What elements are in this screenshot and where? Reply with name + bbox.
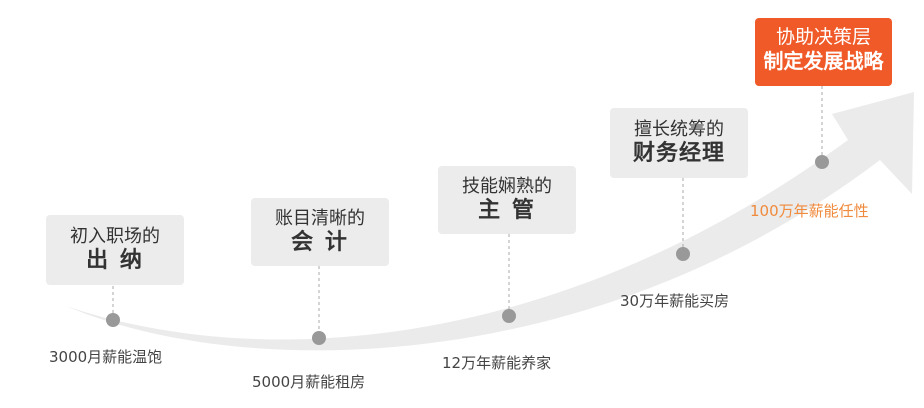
growth-arrow-body [66, 92, 914, 351]
stage-box-5: 协助决策层 制定发展战略 [755, 18, 892, 86]
stage-box-2: 账目清晰的 会 计 [251, 198, 389, 266]
stage-income-2: 5000月薪能租房 [252, 373, 366, 391]
stage-income-4: 30万年薪能买房 [620, 292, 730, 310]
stage-income-3: 12万年薪能养家 [442, 354, 552, 372]
stage-income-1: 3000月薪能温饱 [49, 348, 163, 366]
stage-sub-3: 技能娴熟的 [462, 176, 552, 197]
stage-sub-5: 协助决策层 [775, 26, 871, 48]
stage-box-1: 初入职场的 出 纳 [46, 215, 184, 285]
stage-box-3: 技能娴熟的 主 管 [438, 166, 576, 234]
stage-title-2: 会 计 [291, 230, 349, 255]
stage-title-3: 主 管 [478, 198, 536, 223]
stage-title-4: 财务经理 [632, 141, 725, 166]
stage-sub-1: 初入职场的 [70, 226, 160, 247]
stage-title-5: 制定发展战略 [763, 49, 884, 73]
stage-box-4: 擅长统筹的 财务经理 [610, 108, 748, 178]
stage-title-1: 出 纳 [86, 248, 144, 273]
stage-sub-4: 擅长统筹的 [634, 119, 724, 140]
stage-income-5: 100万年薪能任性 [750, 202, 869, 220]
stage-sub-2: 账目清晰的 [275, 208, 365, 229]
